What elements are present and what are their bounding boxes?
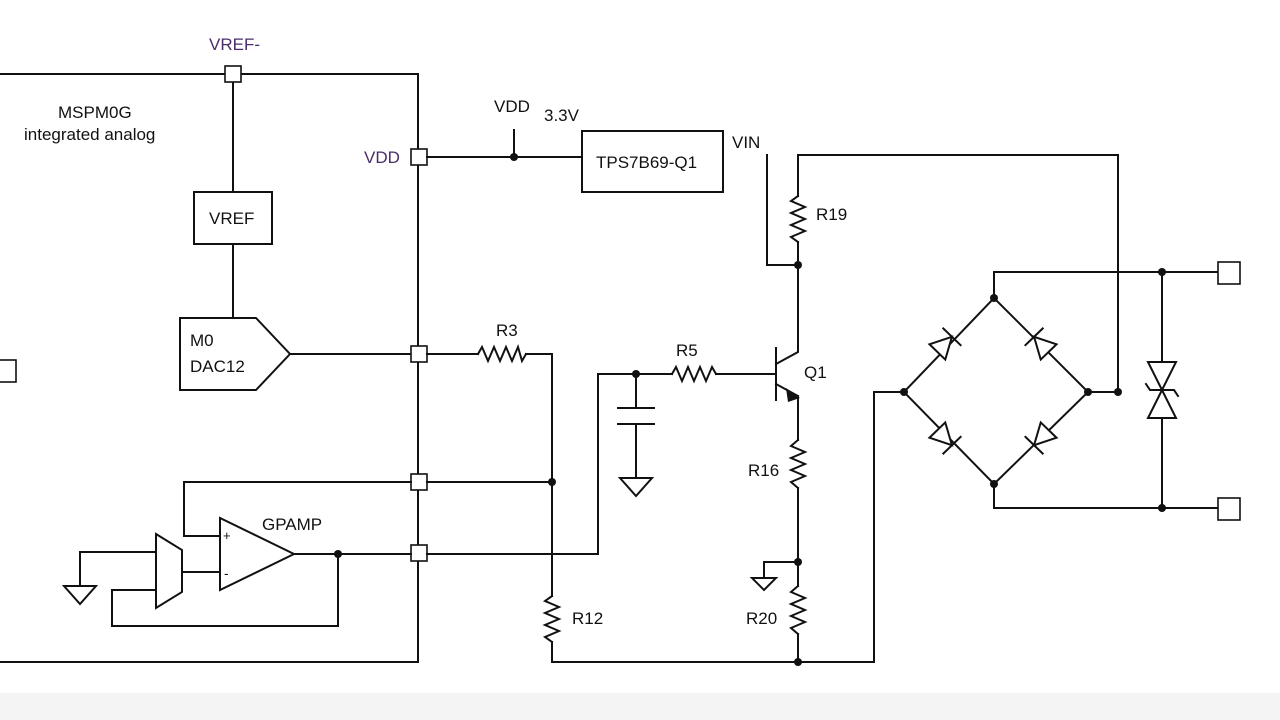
bridge-left-node (900, 388, 908, 396)
vdd-pin (410, 148, 428, 166)
output-terminal-top (1217, 261, 1241, 285)
vin-rail (766, 154, 1119, 393)
gpamp-feedback-junction (334, 550, 342, 558)
return-rail (551, 391, 905, 663)
tvs-top-node (1158, 268, 1166, 276)
vdd-net-wiring (426, 129, 583, 158)
opamp-plus-sign: + (223, 528, 231, 543)
r3-r12-junction (548, 478, 556, 486)
resistor-r3 (476, 344, 528, 364)
capacitor (617, 407, 655, 425)
diode-top-left (927, 327, 962, 362)
resistor-r12 (542, 594, 562, 644)
r16-label: R16 (748, 461, 779, 480)
opamp-minus-sign: - (224, 565, 229, 581)
ground-symbol-cap (617, 477, 655, 498)
dac-out-pin (410, 345, 428, 363)
r5-label: R5 (676, 341, 698, 360)
diode-top-right (1024, 327, 1059, 362)
tps7b69-ldo (581, 130, 724, 193)
voltage-label: 3.3V (544, 106, 580, 125)
transistor-q1 (774, 264, 800, 441)
vref-minus-pin-label: VREF- (209, 35, 260, 54)
dac12-label-m0: M0 (190, 331, 214, 350)
r19-label: R19 (816, 205, 847, 224)
q1-label: Q1 (804, 363, 827, 382)
tvs-diode (1144, 361, 1180, 419)
vdd-net-label: VDD (494, 97, 530, 116)
ground-symbol-r20 (749, 577, 779, 592)
gpamp-out-pin (410, 544, 428, 562)
mcu-subtitle: integrated analog (24, 125, 155, 144)
r20-label: R20 (746, 609, 777, 628)
r12-label: R12 (572, 609, 603, 628)
resistor-r19 (788, 194, 808, 244)
gpamp-out-wiring (426, 373, 777, 555)
bridge-right-node (1084, 388, 1092, 396)
gpamp-label: GPAMP (262, 515, 322, 534)
q1-emitter-arrow (786, 388, 800, 402)
dac12-label-dac: DAC12 (190, 357, 245, 376)
vin-bridge-node (1114, 388, 1122, 396)
gpamp-in-pin (410, 473, 428, 491)
mcu-title: MSPM0G (58, 103, 132, 122)
vref-minus-pin (224, 65, 242, 83)
vref-block-label: VREF (209, 209, 254, 228)
r3-label: R3 (496, 321, 518, 340)
bridge-top-node (990, 294, 998, 302)
resistor-r20 (788, 584, 808, 636)
vdd-junction (510, 153, 518, 161)
input-mux (155, 532, 183, 610)
output-terminal-bottom (1217, 497, 1241, 521)
diode-bottom-left (927, 420, 962, 455)
vin-label: VIN (732, 133, 760, 152)
resistor-r16 (788, 438, 808, 490)
mcu-boundary (0, 73, 419, 663)
resistor-r5 (670, 364, 718, 384)
diode-bottom-right (1024, 420, 1059, 455)
left-edge-pin (0, 359, 17, 383)
r20-ground-wire (763, 561, 799, 579)
dac12-block (179, 317, 292, 391)
return-junction (794, 658, 802, 666)
cap-junction (632, 370, 640, 378)
ldo-label: TPS7B69-Q1 (596, 153, 697, 172)
gpamp-wiring (79, 481, 412, 627)
vdd-pin-label: VDD (364, 148, 400, 167)
bridge-bottom-node (990, 480, 998, 488)
r3-wiring (426, 353, 553, 597)
ground-symbol-mux (61, 585, 99, 606)
bottom-margin-band (0, 693, 1280, 720)
tvs-bottom-node (1158, 504, 1166, 512)
gpamp-opamp (219, 516, 297, 592)
